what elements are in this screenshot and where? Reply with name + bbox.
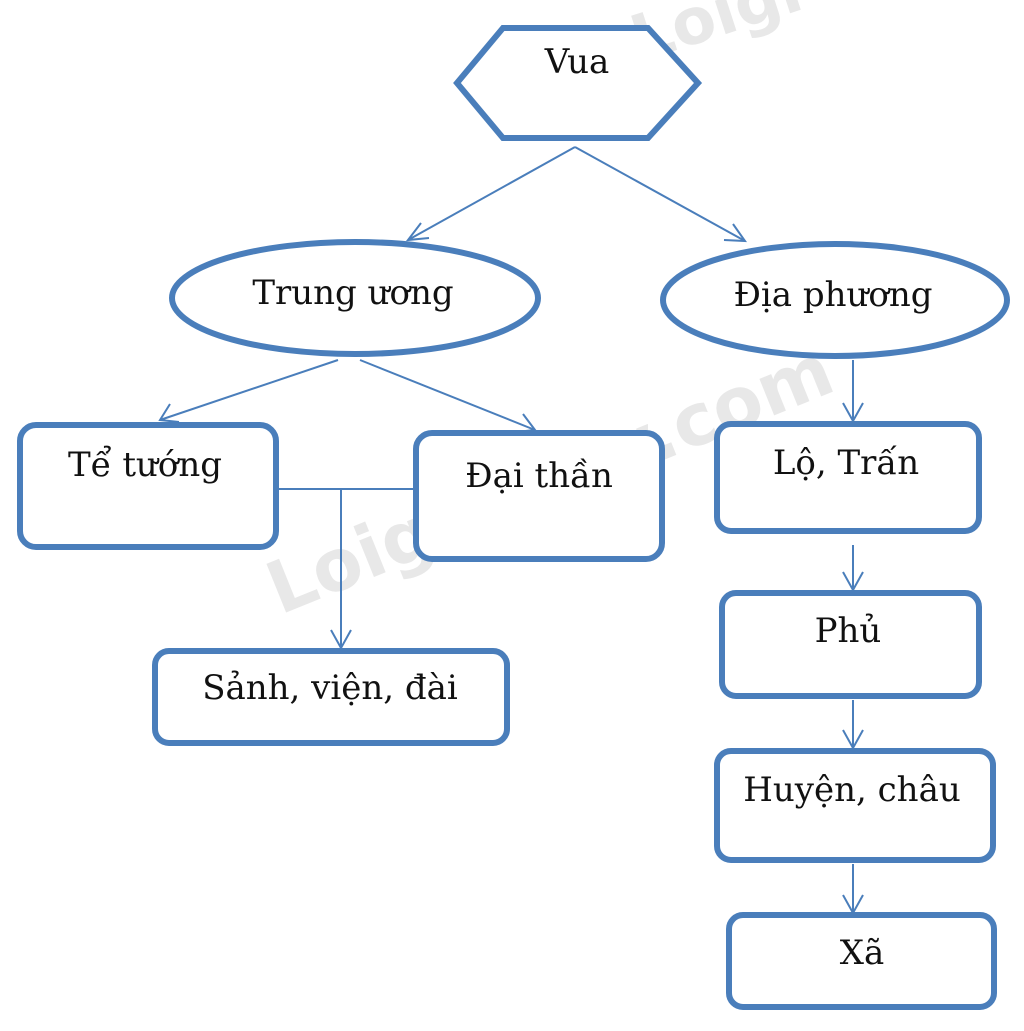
node-lo-tran: Lộ, Trấn: [714, 421, 982, 534]
node-phu: Phủ: [719, 590, 982, 699]
connector-vua-trung-uong: [407, 146, 576, 241]
node-trung-uong: Trung ương: [169, 239, 541, 357]
connector-trung-uong-dai-than: [359, 359, 536, 431]
node-huyen-chau-label: Huyện, châu: [743, 770, 961, 810]
node-phu-label: Phủ: [815, 611, 882, 651]
node-dia-phuong: Địa phương: [660, 241, 1010, 359]
node-vua-label: Vua: [544, 42, 610, 82]
node-huyen-chau: Huyện, châu: [714, 748, 996, 863]
node-xa-label: Xã: [840, 933, 884, 973]
node-dai-than-label: Đại thần: [465, 456, 613, 496]
node-vua: Vua: [453, 25, 703, 141]
node-te-tuong: Tể tướng: [17, 422, 279, 550]
arrowhead-te-tuong: [158, 403, 180, 423]
node-lo-tran-label: Lộ, Trấn: [773, 443, 919, 483]
node-dai-than: Đại thần: [413, 430, 665, 562]
node-sanh-vien-dai-label: Sảnh, viện, đài: [202, 668, 458, 708]
node-trung-uong-label: Trung ương: [252, 273, 453, 313]
connector-trung-uong-te-tuong: [159, 359, 339, 421]
arrowhead-trung-uong: [405, 222, 430, 242]
arrowhead-dia-phuong: [723, 223, 747, 243]
node-sanh-vien-dai: Sảnh, viện, đài: [152, 648, 510, 746]
node-te-tuong-label: Tể tướng: [68, 445, 222, 485]
node-dia-phuong-label: Địa phương: [733, 275, 932, 315]
connector-vua-dia-phuong: [574, 146, 746, 242]
node-xa: Xã: [726, 912, 997, 1010]
